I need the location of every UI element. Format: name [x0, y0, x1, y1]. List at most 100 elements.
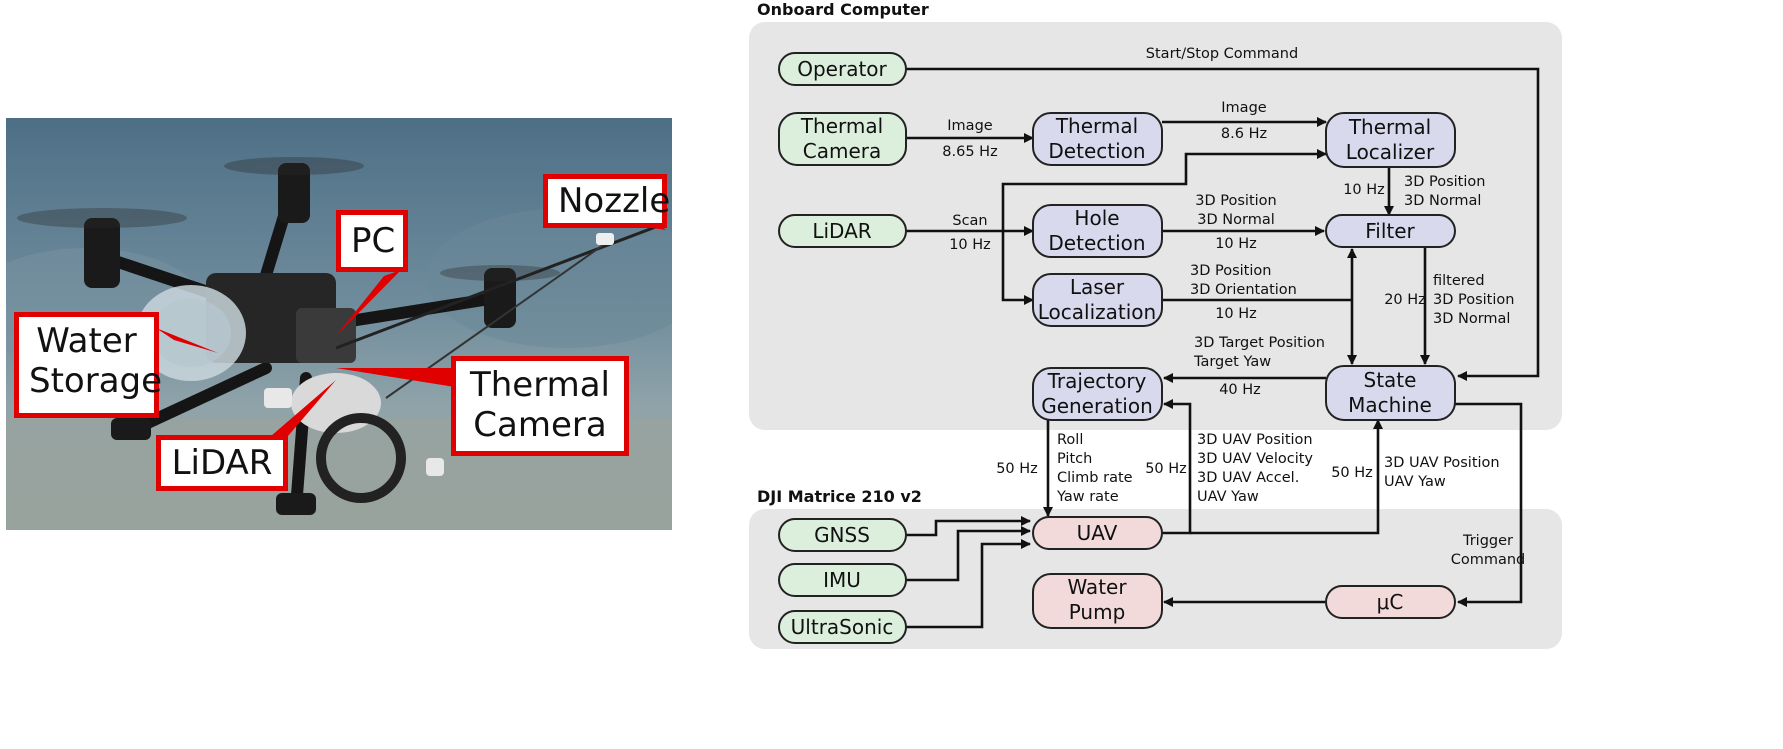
tg-out-label-line: Climb rate [1057, 470, 1133, 486]
operator-text-line: Operator [797, 57, 887, 81]
thermal-camera-text-line: Thermal [800, 114, 883, 138]
edges [906, 67, 1540, 629]
thermal-localizer-text-line: Localizer [1346, 140, 1435, 164]
thermal-camera-label: Thermal Camera [451, 356, 629, 456]
lidar-node [778, 214, 907, 248]
td-image-label: Image [1221, 100, 1266, 116]
edge-uav-state [1190, 419, 1383, 535]
tc-rate-label-line: 8.65 Hz [942, 144, 997, 160]
lidar-rate-label-line: 10 Hz [949, 237, 991, 253]
uav-tg-out-label-line: 3D UAV Position [1197, 432, 1313, 448]
uav-tg-out-label: 3D UAV Position 3D UAV Velocity 3D UAV Acc… [1197, 432, 1313, 505]
dji-matrice-title: DJI Matrice 210 v2 [757, 487, 922, 506]
imu-text-line: IMU [823, 568, 861, 592]
uav-text-line: UAV [1077, 521, 1118, 545]
laser-localization-text-line: Laser [1070, 275, 1125, 299]
hole-detection-node [1032, 204, 1163, 258]
filter-node [1325, 214, 1456, 248]
laser-out-label-line: 3D Orientation [1190, 282, 1297, 298]
tl-out-label-line: 3D Normal [1404, 193, 1481, 209]
uav-sm-out-label-line: UAV Yaw [1384, 474, 1446, 490]
lidar-scan-label-line: Scan [952, 213, 987, 229]
trajectory-generation-text-line: Generation [1041, 394, 1153, 418]
td-rate-label-line: 8.6 Hz [1221, 126, 1267, 142]
trajectory-generation-node [1032, 367, 1163, 421]
uc-text: μC [1377, 590, 1404, 614]
laser-localization-node [1032, 273, 1163, 327]
uav-sm-out-label-line: 3D UAV Position [1384, 455, 1500, 471]
edge-operator-state-machine [906, 67, 1540, 381]
laser-out-label-line: 3D Position [1190, 263, 1271, 279]
gnss-node [778, 518, 907, 552]
uav-sm-rate-label-line: 50 Hz [1331, 465, 1373, 481]
tl-rate-label: 10 Hz [1343, 182, 1385, 198]
laser-rate-label-line: 10 Hz [1215, 306, 1257, 322]
thermal-camera-text-line: Camera [803, 139, 882, 163]
filter-text: Filter [1365, 219, 1415, 243]
tc-image-label-line: Image [947, 118, 992, 134]
uav-tg-out-label-line: 3D UAV Velocity [1197, 451, 1313, 467]
operator-node [778, 52, 907, 86]
nodes [778, 52, 1456, 644]
ultrasonic-node [778, 610, 907, 644]
filter-out-label-line: filtered [1433, 273, 1485, 289]
thermal-localizer-node [1325, 112, 1456, 168]
start-stop-label: Start/Stop Command [1146, 46, 1298, 62]
start-stop-label-line: Start/Stop Command [1146, 46, 1298, 62]
tg-out-label-line: Yaw rate [1056, 489, 1119, 505]
tc-image-label: Image [947, 118, 992, 134]
tl-rate-label-line: 10 Hz [1343, 182, 1385, 198]
gnss-text: GNSS [814, 523, 870, 547]
hole-rate-label: 10 Hz [1215, 236, 1257, 252]
uav-tg-out-label-line: 3D UAV Accel. [1197, 470, 1299, 486]
td-rate-label: 8.6 Hz [1221, 126, 1267, 142]
edge-ultrasonic-uav [906, 539, 1031, 629]
td-image-label-line: Image [1221, 100, 1266, 116]
sm-rate-label: 40 Hz [1219, 382, 1261, 398]
nozzle-label: Nozzle [543, 174, 670, 228]
gnss-text-line: GNSS [814, 523, 870, 547]
pc-label: PC [336, 210, 408, 272]
lidar-rate-label: 10 Hz [949, 237, 991, 253]
filter-text-line: Filter [1365, 219, 1415, 243]
water-storage-label: Water Storage [14, 312, 162, 418]
trigger-label-line: Command [1451, 552, 1526, 568]
filter-out-label-line: 3D Position [1433, 292, 1514, 308]
uav-tg-out-label-line: UAV Yaw [1197, 489, 1259, 505]
edge-uav-trajectory [1162, 399, 1192, 535]
tg-out-label-line: Roll [1057, 432, 1083, 448]
uav-tg-rate-label: 50 Hz [1145, 461, 1187, 477]
lidar-text-line: LiDAR [812, 219, 871, 243]
hole-out-label: 3D Position 3D Normal [1195, 193, 1276, 228]
laser-out-label: 3D Position 3D Orientation [1190, 263, 1297, 298]
hole-out-label-line: 3D Normal [1197, 212, 1274, 228]
laser-localization-text-line: Localization [1038, 300, 1156, 324]
sm-out-label-line: Target Yaw [1193, 354, 1271, 370]
onboard-computer-title: Onboard Computer [757, 0, 929, 19]
ultrasonic-text-line: UltraSonic [791, 615, 894, 639]
ultrasonic-text: UltraSonic [791, 615, 894, 639]
hole-out-label-line: 3D Position [1195, 193, 1276, 209]
thermal-camera-node [778, 112, 907, 166]
laser-rate-label: 10 Hz [1215, 306, 1257, 322]
state-machine-text-line: Machine [1348, 393, 1432, 417]
lidar-scan-label: Scan [952, 213, 987, 229]
hole-rate-label-line: 10 Hz [1215, 236, 1257, 252]
tg-rate-label-line: 50 Hz [996, 461, 1038, 477]
